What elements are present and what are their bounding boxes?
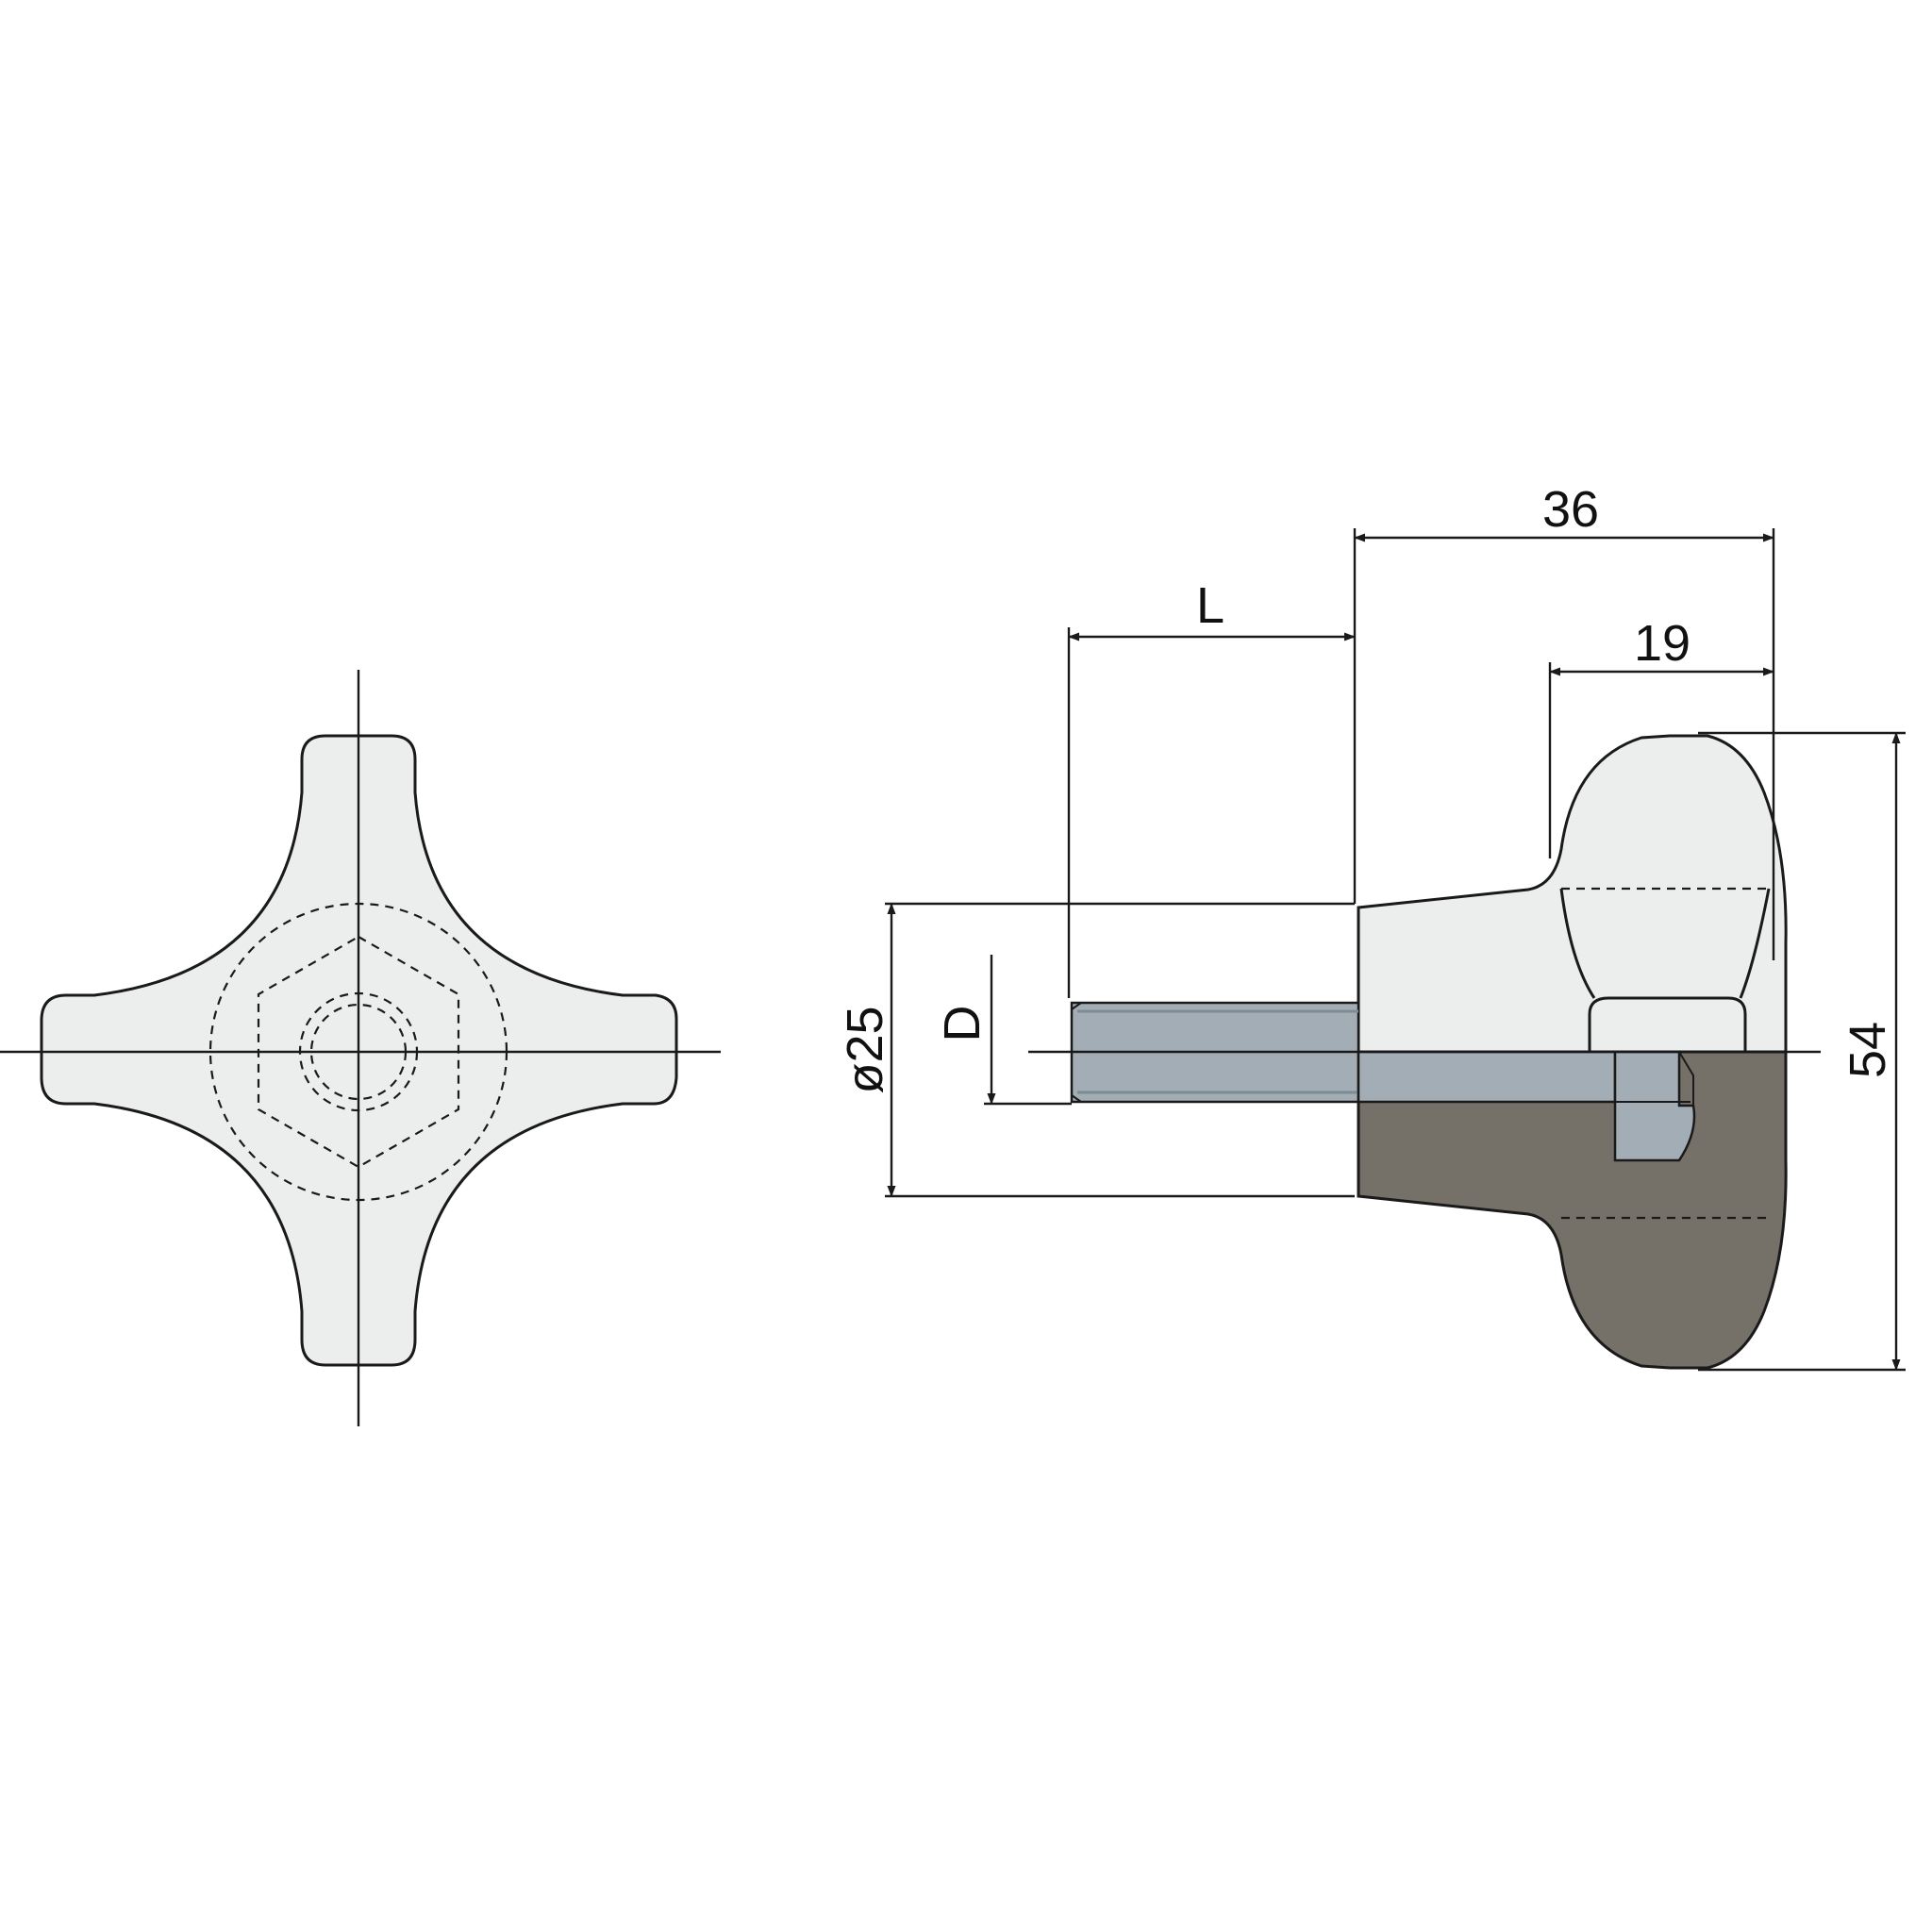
stud-embedded <box>1357 1050 1617 1104</box>
dim-overall-length: 36 <box>1542 481 1599 538</box>
dim-thread-length: L <box>1196 577 1224 634</box>
front-view <box>0 670 721 1426</box>
stud-chamfer <box>1071 1002 1082 1103</box>
knob-upper-half <box>1357 734 1788 1054</box>
dim-knob-diameter: 54 <box>1840 1022 1896 1078</box>
hex-nut-section <box>1613 1050 1696 1162</box>
dim-hub-diameter: ø25 <box>837 1006 893 1093</box>
hex-nut-flat <box>1615 1051 1694 1106</box>
hidden-nut-pocket <box>1588 996 1747 1052</box>
hidden-hex-nut <box>257 935 460 1169</box>
dim-thread-diameter: D <box>934 1006 991 1042</box>
grip-contour-upper <box>1559 888 1596 999</box>
side-view <box>1028 734 1821 1370</box>
dimensions: 36 L 19 ø25 D 54 <box>837 481 1906 1372</box>
dim-grip-length: 19 <box>1634 615 1690 672</box>
grip-contour-upper-right <box>1739 888 1771 999</box>
